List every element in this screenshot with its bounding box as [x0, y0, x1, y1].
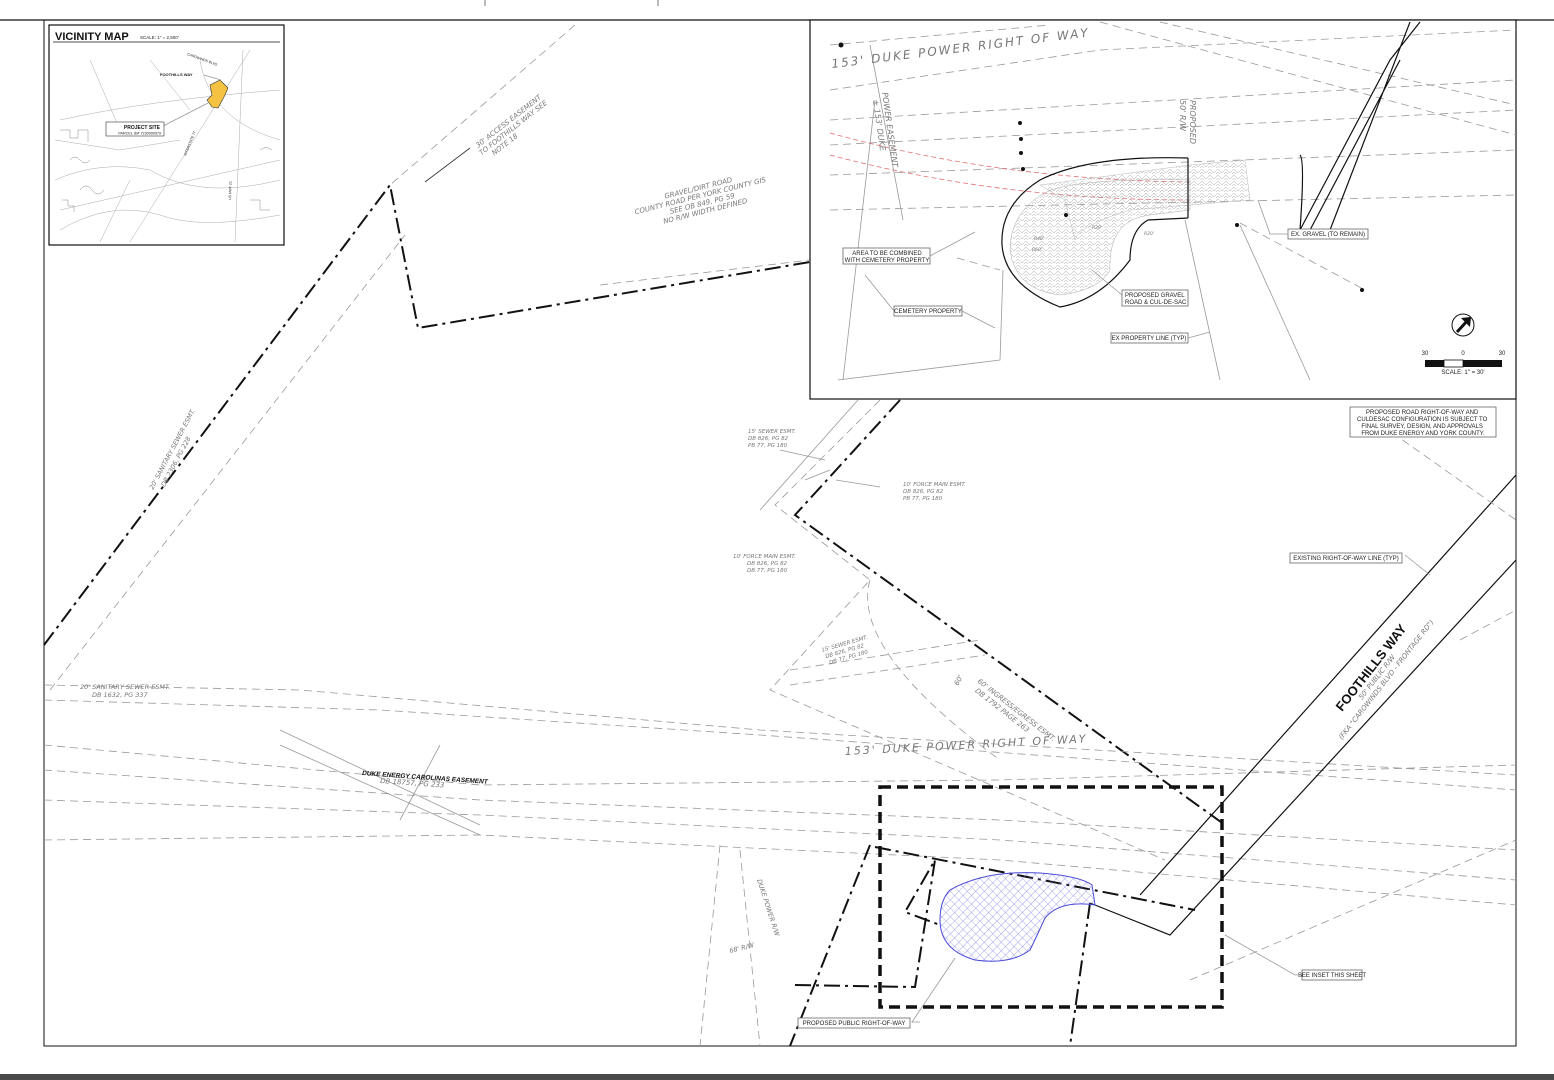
- inset-detail: 153' DUKE POWER RIGHT OF WAY ± 153' DUKE…: [809, 19, 1517, 400]
- power-lines: [829, 24, 1517, 211]
- svg-text:PROPOSED PUBLIC RIGHT-OF-WAY: PROPOSED PUBLIC RIGHT-OF-WAY: [803, 1021, 906, 1027]
- vicinity-map-title: VICINITY MAP: [55, 31, 129, 43]
- svg-text:SCALE: 1" = 30': SCALE: 1" = 30': [1441, 370, 1484, 376]
- svg-text:SEE INSET THIS SHEET: SEE INSET THIS SHEET: [1298, 973, 1366, 979]
- existing-row-callout: EXISTING RIGHT-OF-WAY LINE (TYP): [1289, 552, 1403, 564]
- property-lines: [956, 222, 1366, 291]
- row-line: [43, 769, 1517, 851]
- svg-text:30: 30: [1499, 351, 1506, 357]
- duke-rw-line: [699, 844, 761, 1047]
- svg-text:PROPOSED ROAD RIGHT-OF-WAY AND: PROPOSED ROAD RIGHT-OF-WAY AND CULDESAC …: [1357, 410, 1489, 437]
- svg-text:R20': R20': [1092, 225, 1102, 231]
- svg-text:0: 0: [1461, 351, 1465, 357]
- leader-line: [1404, 554, 1431, 576]
- sewer-esmt-line: [789, 639, 986, 686]
- sewer-easement-line: [49, 234, 406, 691]
- svg-text:EX PROPERTY LINE (TYP): EX PROPERTY LINE (TYP): [1112, 336, 1187, 342]
- drawing-frame: [43, 19, 1517, 1047]
- svg-text:R20': R20': [1144, 231, 1154, 237]
- leader-line: [1224, 934, 1302, 976]
- proposed-row-outline: [1001, 157, 1189, 308]
- svg-text:R60': R60': [1032, 247, 1042, 253]
- row-line: [43, 744, 1517, 786]
- sanitary-sewer-diag-label: 20' SANITARY SEWER ESMT. DB 2306, PG 228: [148, 406, 206, 496]
- property-boundary: [789, 844, 871, 1047]
- north-arrow-icon: [1451, 313, 1475, 337]
- easement-line: [279, 729, 481, 836]
- inset-proposed-rw-label: PROPOSED 50' R/W: [1178, 100, 1197, 147]
- foothills-way-row: [1089, 474, 1517, 936]
- rw-68-label: 68' R/W: [729, 941, 756, 955]
- us21-label: US HWY 21: [228, 181, 233, 200]
- inset-reference-box: [878, 785, 1224, 1009]
- see-inset-callout: SEE INSET THIS SHEET: [1298, 969, 1366, 981]
- sanitary-sewer-horiz-label: 20' SANITARY SEWER ESMT. DB 1632, PG 337: [80, 683, 172, 699]
- property-boundary: [793, 399, 1226, 826]
- approval-note: PROPOSED ROAD RIGHT-OF-WAY AND CULDESAC …: [1349, 406, 1497, 438]
- gravel-road-label: GRAVEL/DIRT ROAD COUNTY ROAD PER YORK CO…: [632, 168, 773, 232]
- svg-text:30: 30: [1422, 351, 1429, 357]
- proposed-gravel-culdesac: [1009, 179, 1191, 296]
- vicinity-leader-lines: [162, 74, 222, 127]
- foothills-label: FOOTHILLS WAY: [160, 72, 193, 77]
- proposed-row-callout: PROPOSED PUBLIC RIGHT-OF-WAY: [797, 1017, 911, 1029]
- svg-text:R40': R40': [1034, 236, 1044, 242]
- proposed-boundary: [794, 859, 941, 989]
- sewer-esmt-label-2: 15' SEWER ESMT. DB 826, PG 82 DB 77, PG …: [821, 634, 874, 667]
- leader-line: [911, 957, 956, 1023]
- leader-arrow: [424, 147, 471, 183]
- row-line: [43, 834, 1517, 906]
- ex-property-callout: EX PROPERTY LINE (TYP): [1110, 331, 1211, 344]
- svg-text:CEMETERY PROPERTY: CEMETERY PROPERTY: [894, 309, 962, 315]
- foothills-way-edges: [1299, 21, 1421, 231]
- ex-gravel-callout: EX. GRAVEL (TO REMAIN): [1257, 199, 1369, 240]
- radius-labels: R40' R60' R20' R20': [1032, 225, 1154, 253]
- scale-bar: 30 0 30 SCALE: 1" = 30': [1422, 351, 1506, 376]
- property-line: [1459, 609, 1517, 641]
- survey-points: [838, 42, 1364, 292]
- street-network: [54, 49, 281, 243]
- access-easement-label: 30' ACCESS EASEMENT TO FOOTHILLS WAY SEE…: [473, 91, 556, 163]
- duke-row-label: 153' DUKE POWER RIGHT OF WAY: [844, 732, 1087, 758]
- row-line: [43, 684, 1517, 776]
- proposed-row-area: [939, 872, 1096, 962]
- svg-text:EX. GRAVEL (TO REMAIN): EX. GRAVEL (TO REMAIN): [1291, 232, 1365, 238]
- easement-curve: [867, 579, 1001, 761]
- sewer-esmt-label-1: 15' SEWER ESMT. DB 826, PG 82 PB 77, PG …: [748, 429, 798, 449]
- power-lines: [1099, 21, 1517, 136]
- easement-line: [769, 399, 1166, 861]
- proposed-boundary: [874, 846, 1196, 1047]
- force-main-label-1: 10' FORCE MAIN ESMT. DB 826, PG 82 PB 77…: [903, 482, 968, 502]
- row-line: [43, 799, 1517, 881]
- force-main-label-2: 10' FORCE MAIN ESMT. DB 826, PG 82 DB 77…: [733, 554, 798, 574]
- leader-line: [779, 449, 881, 488]
- row-line: [43, 699, 1517, 791]
- easement-line: [759, 399, 859, 511]
- cemetery-callout: CEMETERY PROPERTY: [864, 274, 996, 329]
- duke-power-rw-label: DUKE POWER R/W: [755, 878, 781, 938]
- vicinity-map-scale: SCALE: 1" = 2,500': [140, 35, 179, 40]
- bottom-border-bar: [0, 1074, 1554, 1080]
- project-site-label: PROJECT SITE: [124, 125, 161, 131]
- gravel-road-line: [599, 259, 811, 286]
- property-lines: [837, 44, 1311, 381]
- vicinity-map: VICINITY MAP SCALE: 1" = 2,500' CAROWIND…: [48, 24, 285, 246]
- row-line: [1189, 839, 1517, 981]
- parcel-id-label: PARCEL ID# 7230000079: [118, 132, 161, 136]
- access-easement-line: [389, 24, 576, 186]
- property-boundary: [43, 182, 811, 646]
- project-site-parcel: [206, 79, 229, 109]
- ingress-dimension: 60': [953, 674, 965, 687]
- svg-text:EXISTING RIGHT-OF-WAY LINE (TY: EXISTING RIGHT-OF-WAY LINE (TYP): [1293, 556, 1399, 562]
